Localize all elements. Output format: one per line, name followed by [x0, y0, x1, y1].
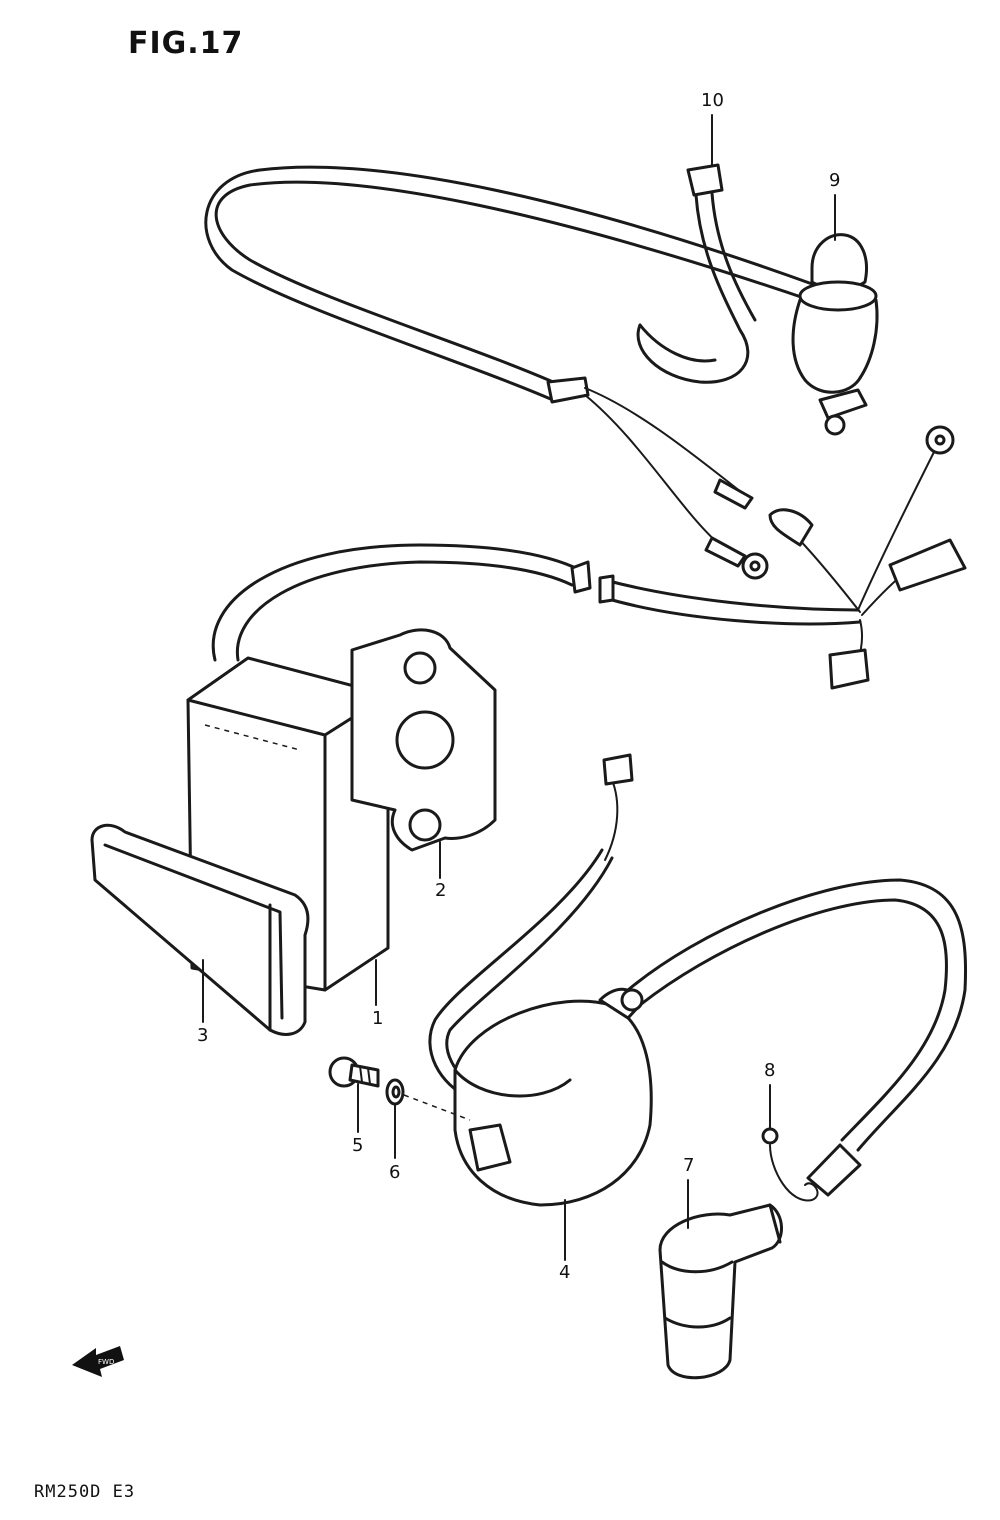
callout-10: 10	[701, 90, 724, 111]
spark-plug-cap-7	[658, 1203, 783, 1380]
harness-connectors	[598, 425, 967, 690]
arrow-label: FWD	[98, 1358, 114, 1366]
kill-switch-9	[791, 233, 879, 436]
gasket-2	[350, 628, 497, 852]
ring-terminal	[704, 536, 769, 580]
model-code: RM250D E3	[34, 1482, 136, 1502]
bullet-terminal	[713, 478, 754, 510]
forward-arrow-icon: FWD	[72, 1346, 124, 1377]
callout-1: 1	[372, 1008, 384, 1029]
leader-lines	[202, 114, 836, 1261]
assembly-guide-line	[403, 1094, 471, 1121]
rubber-strap-3	[90, 823, 310, 1036]
callout-9: 9	[829, 170, 841, 191]
callout-5: 5	[352, 1135, 364, 1156]
callout-4: 4	[559, 1262, 571, 1283]
callout-2: 2	[435, 880, 447, 901]
ignition-coil-4	[428, 753, 967, 1207]
cable-strap-10	[636, 163, 757, 384]
callout-7: 7	[683, 1155, 695, 1176]
seal-8	[761, 1127, 819, 1202]
callout-3: 3	[197, 1025, 209, 1046]
kill-switch-harness	[204, 165, 817, 580]
callout-8: 8	[764, 1060, 776, 1081]
washer-6	[385, 1078, 405, 1106]
callout-6: 6	[389, 1162, 401, 1183]
figure-title: FIG.17	[128, 26, 244, 61]
screw-5	[328, 1056, 380, 1088]
